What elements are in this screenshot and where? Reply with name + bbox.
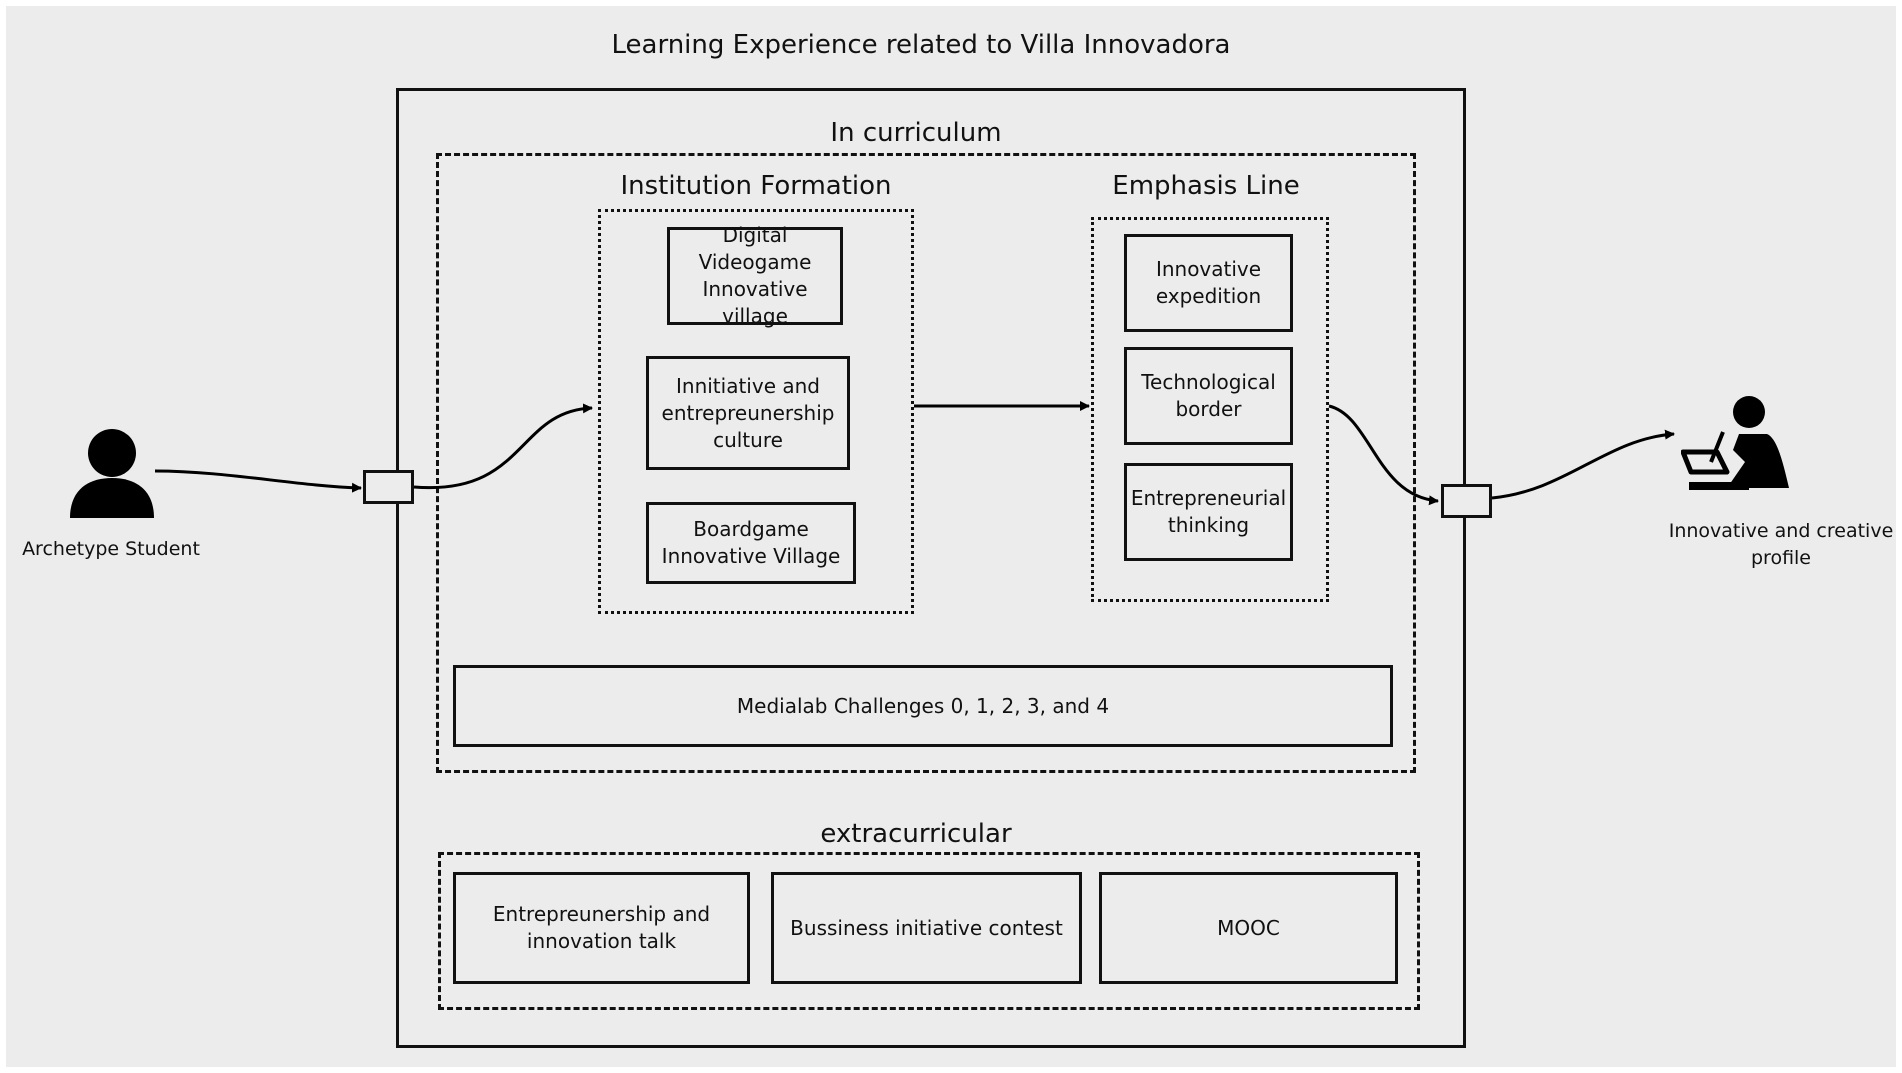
entrepreneurship-talk-box: Entrepreunership and innovation talk (453, 872, 750, 984)
learning-experience-frame (396, 88, 1466, 1048)
emphasis-line-group (1091, 217, 1329, 602)
input-port (363, 470, 414, 504)
output-port (1441, 484, 1492, 518)
connectors (154, 401, 1675, 506)
person-icon (70, 429, 154, 518)
entrepreneurial-thinking-box: Entrepreneurial thinking (1124, 463, 1293, 561)
in-curriculum-label: In curriculum (830, 118, 1002, 148)
diagram-title: Learning Experience related to Villa Inn… (611, 30, 1231, 60)
diagram-canvas: Learning Experience related to Villa Inn… (6, 6, 1896, 1067)
entrepreneurship-culture-box: Innitiative and entrepreunership culture (646, 356, 850, 470)
arrow-student-to-port (154, 469, 362, 493)
extracurricular-group (438, 852, 1420, 1010)
emphasis-line-label: Emphasis Line (1112, 171, 1300, 201)
mooc-box: MOOC (1099, 872, 1398, 984)
arrow-port-to-institution (413, 403, 593, 490)
arrow-emphasis-to-port (1328, 404, 1439, 506)
digital-videogame-box: Digital Videogame Innovative village (667, 223, 843, 328)
archetype-student-label: Archetype Student (22, 538, 200, 560)
institution-formation-label: Institution Formation (620, 171, 892, 201)
technological-border-box: Technological border (1124, 347, 1293, 445)
innovative-expedition-box: Innovative expedition (1124, 234, 1293, 332)
medialab-challenges-box: Medialab Challenges 0, 1, 2, 3, and 4 (453, 665, 1393, 747)
innovative-creative-profile-label: Innovative and creative profile (1668, 520, 1894, 569)
extracurricular-label: extracurricular (820, 819, 1012, 849)
arrow-port-to-profile (1491, 429, 1675, 500)
person-writing-icon (1681, 396, 1789, 490)
institution-formation-group (598, 209, 914, 614)
boardgame-box: Boardgame Innovative Village (646, 502, 856, 584)
in-curriculum-group (436, 153, 1416, 773)
business-initiative-contest-box: Bussiness initiative contest (771, 872, 1082, 984)
